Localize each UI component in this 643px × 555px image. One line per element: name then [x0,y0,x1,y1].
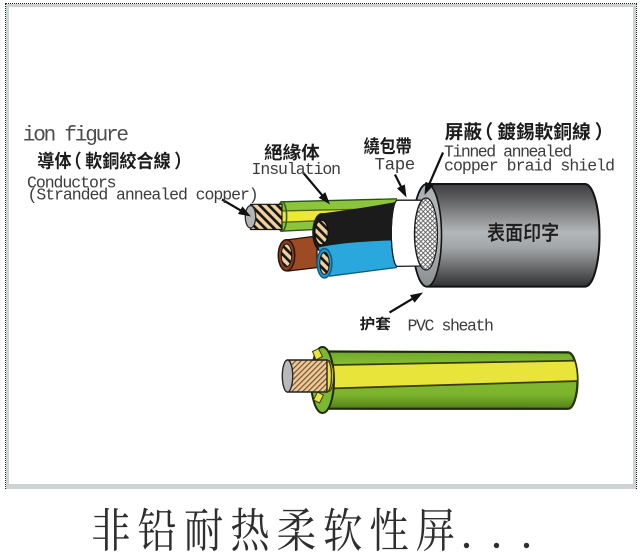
svg-text:PVC sheath: PVC sheath [408,317,494,336]
svg-text:Tape: Tape [375,156,415,176]
svg-text:ion figure: ion figure [23,125,129,148]
svg-text:Conductors: Conductors [27,174,116,193]
svg-text:(Stranded annealed copper): (Stranded annealed copper) [28,186,258,205]
svg-text:Insulation: Insulation [252,160,341,179]
svg-text:Tinned annealed: Tinned annealed [444,143,571,162]
svg-text:copper braid shield: copper braid shield [444,157,614,176]
